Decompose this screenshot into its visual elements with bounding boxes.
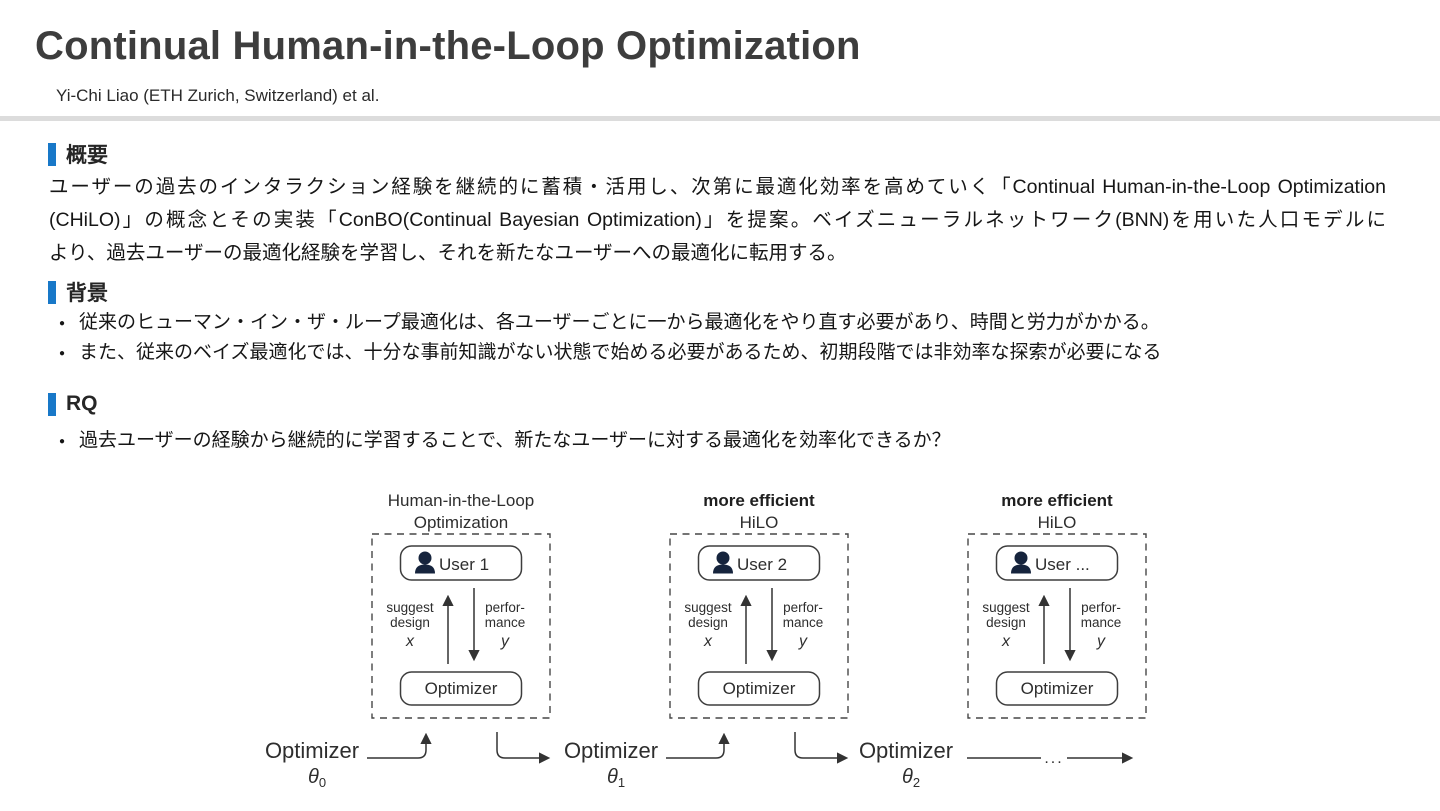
panel-hilo-1: Human-in-the-Loop Optimization User 1 su… (371, 491, 551, 719)
list-item: ● また、従来のベイズ最適化では、十分な事前知識がない状態で始める必要があるため… (59, 339, 1161, 369)
section-heading-background: 背景 (48, 277, 108, 307)
rq-bullet-list: ● 過去ユーザーの経験から継続的に学習することで、新たなユーザーに対する最適化を… (59, 427, 951, 457)
performance-label: mance (783, 615, 824, 630)
section-heading-rq: RQ (48, 392, 98, 416)
dashed-loop-box (669, 533, 849, 719)
section-heading-overview: 概要 (48, 139, 108, 169)
optimizer-label: Optimizer (1021, 679, 1094, 698)
theta-subscript: 0 (319, 775, 326, 790)
performance-label: mance (1081, 615, 1122, 630)
chain-entry-arrow-2 (666, 732, 730, 759)
optimizer-chain: Optimizer θ0 Optimizer θ1 Optimizer θ2 .… (265, 732, 1134, 790)
user-icon (713, 551, 733, 574)
panel-title-line2: HiLO (1038, 513, 1077, 532)
accent-bar (48, 142, 56, 166)
bullet-text: 過去ユーザーの経験から継続的に学習することで、新たなユーザーに対する最適化を効率… (79, 430, 951, 451)
chain-optimizer-label: Optimizer (564, 738, 658, 763)
chain-exit-arrow-1 (496, 732, 551, 764)
theta-0: θ0 (308, 766, 326, 790)
performance-label: perfor- (1081, 600, 1121, 615)
theta-symbol: θ (607, 766, 618, 788)
section-heading-label: 背景 (66, 282, 108, 305)
theta-subscript: 1 (618, 775, 625, 790)
list-item: ● 過去ユーザーの経験から継続的に学習することで、新たなユーザーに対する最適化を… (59, 427, 951, 457)
theta-symbol: θ (902, 766, 913, 788)
user-icon (1011, 551, 1031, 574)
overview-line: より、過去ユーザーの最適化経験を学習し、それを新たなユーザーへの最適化に転用する… (49, 242, 847, 264)
suggest-label: suggest (982, 600, 1030, 615)
user-label: User ... (1035, 555, 1090, 574)
user-label: User 1 (439, 555, 489, 574)
bullet-icon: ● (59, 318, 66, 329)
chain-entry-arrow-1 (367, 732, 432, 759)
bullet-text: また、従来のベイズ最適化では、十分な事前知識がない状態で始める必要があるため、初… (79, 341, 1162, 363)
performance-var: y (1096, 633, 1106, 650)
panel-title-line2: Optimization (414, 513, 508, 532)
suggest-label: design (390, 615, 430, 630)
bullet-text: 従来のヒューマン・イン・ザ・ループ最適化は、各ユーザーごとに一から最適化をやり直… (79, 312, 1160, 333)
design-var: x (1001, 633, 1011, 650)
suggest-label: design (688, 615, 728, 630)
accent-bar (48, 280, 56, 304)
authors-line: Yi-Chi Liao (ETH Zurich, Switzerland) et… (56, 86, 380, 105)
theta-symbol: θ (308, 766, 319, 788)
header-divider (0, 116, 1440, 121)
design-var: x (703, 633, 713, 650)
overview-line: ユーザーの過去のインタラクション経験を継続的に蓄積・活用し、次第に最適化効率を高… (49, 176, 1386, 198)
continuation-ellipsis: ... (1044, 750, 1063, 767)
user-label: User 2 (737, 555, 787, 574)
theta-subscript: 2 (913, 775, 920, 790)
optimizer-label: Optimizer (425, 679, 498, 698)
overview-line: (CHiLO)」の概念とその実装「ConBO(Continual Bayesia… (49, 209, 1386, 231)
suggest-label: suggest (386, 600, 434, 615)
bullet-icon: ● (59, 436, 66, 447)
panel-title-line2: HiLO (740, 513, 779, 532)
optimizer-box (399, 671, 523, 706)
design-var: x (405, 633, 415, 650)
section-heading-label: 概要 (66, 144, 108, 167)
user-icon (415, 551, 435, 574)
suggest-label: design (986, 615, 1026, 630)
optimizer-box (697, 671, 821, 706)
list-item: ● 従来のヒューマン・イン・ザ・ループ最適化は、各ユーザーごとに一から最適化をや… (59, 309, 1161, 339)
dashed-loop-box (967, 533, 1147, 719)
background-bullet-list: ● 従来のヒューマン・イン・ザ・ループ最適化は、各ユーザーごとに一から最適化をや… (59, 309, 1161, 368)
bullet-icon: ● (59, 347, 66, 359)
optimizer-label: Optimizer (723, 679, 796, 698)
theta-1: θ1 (607, 766, 625, 790)
chain-exit-arrow-2 (794, 732, 849, 764)
performance-label: perfor- (485, 600, 525, 615)
panel-hilo-3: more efficient HiLO User ... suggest des… (967, 491, 1147, 719)
chain-optimizer-label: Optimizer (859, 738, 953, 763)
optimizer-box (995, 671, 1119, 706)
page-title: Continual Human-in-the-Loop Optimization (35, 24, 861, 68)
panel-title-line1: Human-in-the-Loop (388, 491, 534, 510)
performance-var: y (500, 633, 510, 650)
accent-bar (48, 392, 56, 416)
hilo-figure: Human-in-the-Loop Optimization User 1 su… (265, 491, 1147, 790)
chain-optimizer-label: Optimizer (265, 738, 359, 763)
performance-label: mance (485, 615, 526, 630)
panel-hilo-2: more efficient HiLO User 2 suggest desig… (669, 491, 849, 719)
section-heading-label: RQ (66, 392, 98, 415)
suggest-label: suggest (684, 600, 732, 615)
dashed-loop-box (371, 533, 551, 719)
panel-title-line1: more efficient (703, 491, 815, 510)
performance-label: perfor- (783, 600, 823, 615)
performance-var: y (798, 633, 808, 650)
overview-paragraph: ユーザーの過去のインタラクション経験を継続的に蓄積・活用し、次第に最適化効率を高… (49, 171, 1386, 270)
theta-2: θ2 (902, 766, 920, 790)
panel-title-line1: more efficient (1001, 491, 1113, 510)
